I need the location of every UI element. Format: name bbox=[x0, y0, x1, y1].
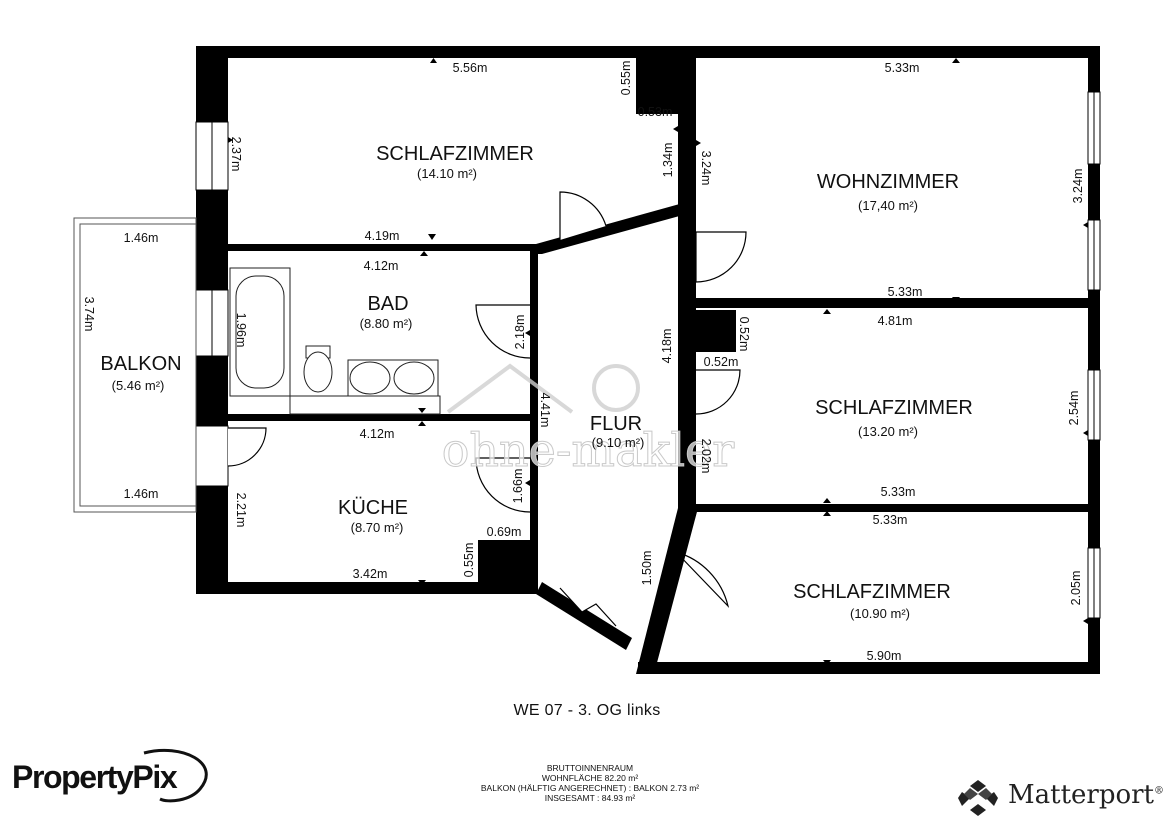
dim-sz2-notch-v: 0.52m bbox=[737, 317, 751, 352]
summary-line-3: BALKON (HÄLFTIG ANGERECHNET) : BALKON 2.… bbox=[480, 783, 700, 793]
dim-sz2-top: 4.81m bbox=[878, 314, 913, 328]
room-name-kueche: KÜCHE bbox=[338, 497, 408, 519]
dim-kue-notch-h: 0.69m bbox=[487, 525, 522, 539]
room-name-schlafzimmer-bottom: SCHLAFZIMMER bbox=[793, 581, 951, 603]
doors bbox=[227, 191, 747, 627]
dim-sz3-bottom: 5.90m bbox=[867, 649, 902, 663]
dim-sz1-top: 5.56m bbox=[453, 61, 488, 75]
watermark-text: ohne-makler bbox=[442, 423, 735, 477]
room-name-wohnzimmer: WOHNZIMMER bbox=[817, 171, 959, 193]
dim-flur-bottom: 1.50m bbox=[640, 551, 654, 586]
dim-balkon-top: 1.46m bbox=[124, 231, 159, 245]
dim-bad-top: 4.12m bbox=[364, 259, 399, 273]
summary-line-1: BRUTTOINNENRAUM bbox=[546, 763, 634, 773]
floor-label: WE 07 - 3. OG links bbox=[513, 702, 661, 719]
balcony-railing bbox=[73, 217, 197, 513]
dim-flur-lower: 2.02m bbox=[699, 439, 713, 474]
dim-flur-right: 4.18m bbox=[660, 329, 674, 364]
room-area-balkon: (5.46 m²) bbox=[112, 378, 165, 393]
dim-wz-top: 5.33m bbox=[885, 61, 920, 75]
dim-sz2-right: 2.54m bbox=[1067, 391, 1081, 426]
room-area-schlafzimmer-mid: (13.20 m²) bbox=[858, 424, 918, 439]
dim-wz-bottom: 5.33m bbox=[888, 285, 923, 299]
room-area-kueche: (8.70 m²) bbox=[351, 520, 404, 535]
dim-sz1-notch-h: 0.53m bbox=[638, 105, 673, 119]
dimension-labels: 5.56m 0.53m 4.19m 5.33m 5.33m 4.12m 1.46… bbox=[124, 61, 923, 663]
watermark-house-icon bbox=[446, 363, 640, 414]
dim-kue-bottom: 3.42m bbox=[353, 567, 388, 581]
room-name-flur: FLUR bbox=[590, 413, 642, 435]
propertypix-logo-text: PropertyPix bbox=[12, 759, 178, 795]
windows bbox=[195, 91, 1101, 619]
dim-sz1-notch-v: 0.55m bbox=[619, 61, 633, 96]
registered-mark: ® bbox=[1154, 785, 1165, 797]
dim-flur-left: 4.41m bbox=[538, 393, 552, 428]
dimension-labels-vertical: 0.55m 2.37m 1.34m 3.24m 3.24m 1.96m 2.18… bbox=[82, 61, 1085, 606]
dim-sz2-bottom: 5.33m bbox=[881, 485, 916, 499]
matterport-cube-icon bbox=[958, 780, 998, 816]
room-name-schlafzimmer-mid: SCHLAFZIMMER bbox=[815, 397, 973, 419]
swoosh-icon bbox=[143, 748, 208, 803]
dim-sz3-top: 5.33m bbox=[873, 513, 908, 527]
dimension-markers bbox=[228, 58, 1088, 665]
bathroom-fixtures bbox=[229, 267, 441, 415]
dim-balkon-left: 3.74m bbox=[82, 297, 96, 332]
room-area-flur: (9.10 m²) bbox=[592, 435, 645, 450]
area-summary: BRUTTOINNENRAUM WOHNFLÄCHE 82.20 m² BALK… bbox=[440, 763, 740, 803]
dim-kue-left: 2.21m bbox=[234, 493, 248, 528]
dim-sz2-notch-h: 0.52m bbox=[704, 355, 739, 369]
matterport-logo: Matterport® bbox=[958, 776, 1168, 820]
walls bbox=[196, 46, 1100, 674]
propertypix-logo: PropertyPix bbox=[12, 745, 212, 805]
dim-bad-left: 1.96m bbox=[234, 313, 248, 348]
dim-sz1-bottom: 4.19m bbox=[365, 229, 400, 243]
dim-kue-top: 4.12m bbox=[360, 427, 395, 441]
dim-bad-right: 2.18m bbox=[513, 315, 527, 350]
summary-line-4: INSGESAMT : 84.93 m² bbox=[544, 793, 636, 803]
dim-sz3-right: 2.05m bbox=[1069, 571, 1083, 606]
dim-kue-notch-v: 0.55m bbox=[462, 543, 476, 578]
dim-balkon-bottom: 1.46m bbox=[124, 487, 159, 501]
dim-sz1-right: 1.34m bbox=[661, 143, 675, 178]
room-name-schlafzimmer-top: SCHLAFZIMMER bbox=[376, 143, 534, 165]
room-name-bad: BAD bbox=[367, 293, 408, 315]
dim-sz1-left: 2.37m bbox=[229, 137, 243, 172]
matterport-logo-text: Matterport bbox=[1008, 780, 1155, 810]
room-area-schlafzimmer-top: (14.10 m²) bbox=[417, 166, 477, 181]
dim-kue-right: 1.66m bbox=[511, 469, 525, 504]
dim-wz-right: 3.24m bbox=[1071, 169, 1085, 204]
room-area-schlafzimmer-bottom: (10.90 m²) bbox=[850, 606, 910, 621]
room-area-wohnzimmer: (17,40 m²) bbox=[858, 198, 918, 213]
dim-wz-left: 3.24m bbox=[699, 151, 713, 186]
room-name-balkon: BALKON bbox=[100, 353, 181, 375]
summary-line-2: WOHNFLÄCHE 82.20 m² bbox=[541, 773, 639, 783]
room-area-bad: (8.80 m²) bbox=[360, 316, 413, 331]
